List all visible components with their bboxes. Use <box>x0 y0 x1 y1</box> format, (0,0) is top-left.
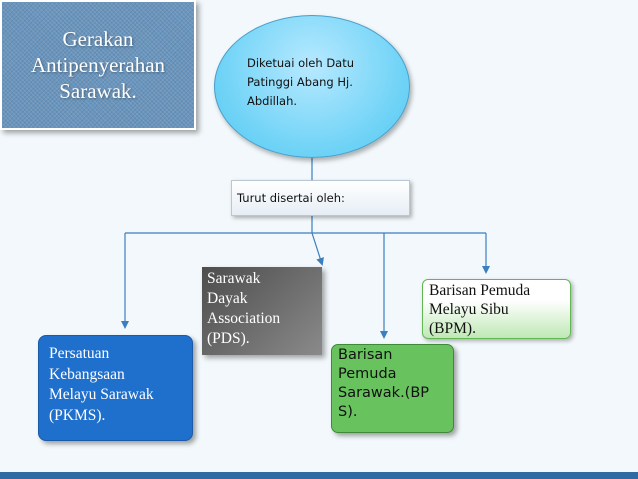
org-box-pds: Sarawak Dayak Association (PDS). <box>202 267 322 355</box>
org-line: (PKMS). <box>49 406 106 424</box>
org-box-bps: Barisan Pemuda Sarawak.(BP S). <box>331 344 454 433</box>
title-line: Gerakan <box>62 27 134 51</box>
org-line: Melayu Sarawak <box>49 386 154 403</box>
org-line: S). <box>338 404 358 420</box>
org-line: Barisan Pemuda <box>429 282 531 299</box>
org-line: Persatuan <box>49 345 110 362</box>
org-line: Sarawak.(BP <box>338 385 430 401</box>
org-line: Association <box>207 310 281 327</box>
arrow-to-pds <box>311 232 324 266</box>
footer-bar <box>0 472 638 479</box>
org-line: (PDS). <box>207 330 250 347</box>
org-line: Dayak <box>207 290 248 307</box>
accompanied-box: Turut disertai oleh: <box>231 180 410 216</box>
org-line: Melayu Sibu <box>429 301 509 318</box>
title-line: Sarawak. <box>59 79 137 103</box>
org-line: Pemuda <box>338 366 397 382</box>
accompanied-label: Turut disertai oleh: <box>237 191 345 205</box>
org-box-bpm: Barisan Pemuda Melayu Sibu (BPM). <box>422 279 571 339</box>
org-line: (BPM). <box>429 320 476 337</box>
title-line: Antipenyerahan <box>30 53 166 77</box>
leader-line: Diketuai oleh Datu <box>247 56 355 70</box>
org-box-pkms: Persatuan Kebangsaan Melayu Sarawak (PKM… <box>38 335 193 441</box>
leader-ellipse: Diketuai oleh Datu Patinggi Abang Hj. Ab… <box>214 15 410 158</box>
org-line: Kebangsaan <box>49 365 125 383</box>
org-line: Barisan <box>338 347 393 363</box>
title-box: Gerakan Antipenyerahan Sarawak. <box>0 0 196 130</box>
leader-line: Abdillah. <box>247 94 298 108</box>
leader-line: Patinggi Abang Hj. <box>247 75 353 89</box>
org-line: Sarawak <box>207 270 261 287</box>
